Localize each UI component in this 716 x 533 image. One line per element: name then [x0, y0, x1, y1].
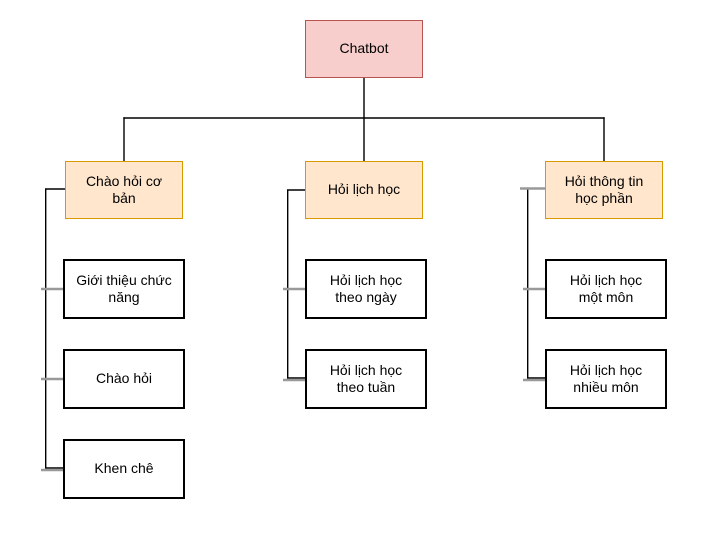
node-chao-hoi-co-ban: Chào hỏi cơ bản [65, 161, 183, 219]
node-gioi-thieu-chuc-nang: Giới thiệu chức năng [63, 259, 185, 319]
node-hoi-thong-tin-hoc-phan: Hỏi thông tin học phần [545, 161, 663, 219]
node-hoi-lich-hoc-theo-tuan: Hỏi lịch học theo tuần [305, 349, 427, 409]
node-hoi-lich-hoc: Hỏi lịch học [305, 161, 423, 219]
node-hoi-lich-hoc-mot-mon: Hỏi lịch học một môn [545, 259, 667, 319]
connector-branch-0-trunk [45, 188, 65, 469]
node-chao-hoi: Chào hỏi [63, 349, 185, 409]
connector-branch-2-trunk [527, 189, 545, 379]
connector-branch-1-trunk [287, 189, 305, 379]
node-hoi-lich-hoc-nhieu-mon: Hỏi lịch học nhiều môn [545, 349, 667, 409]
node-hoi-lich-hoc-theo-ngay: Hỏi lịch học theo ngày [305, 259, 427, 319]
node-chatbot: Chatbot [305, 20, 423, 78]
node-khen-che: Khen chê [63, 439, 185, 499]
